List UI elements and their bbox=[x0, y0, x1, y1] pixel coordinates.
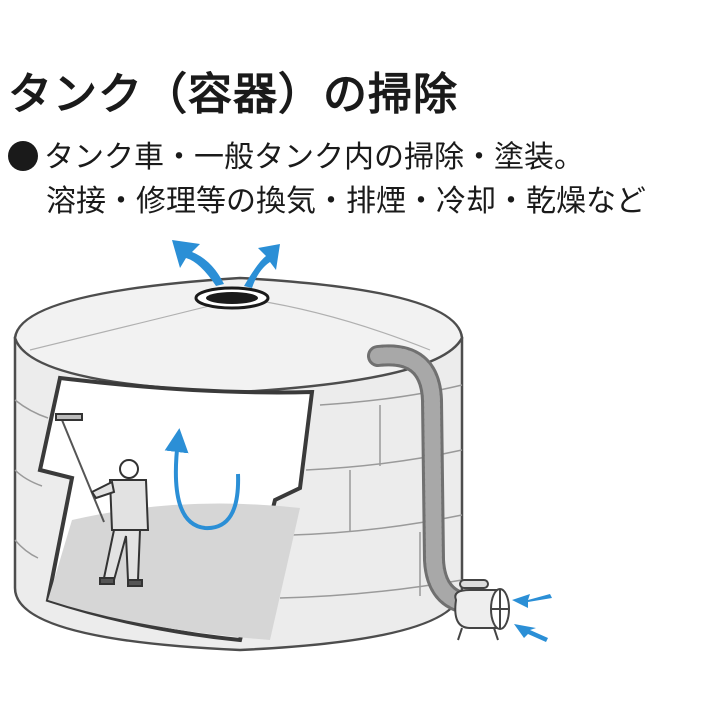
description-text-1: タンク車・一般タンク内の掃除・塗装。 bbox=[44, 140, 584, 175]
tank-cutaway bbox=[37, 375, 315, 643]
description-line-1: タンク車・一般タンク内の掃除・塗装。 bbox=[8, 132, 584, 176]
fan-blower-icon bbox=[454, 579, 510, 641]
bullet-dot-icon bbox=[8, 141, 38, 171]
worker-icon bbox=[55, 413, 150, 587]
page-title: タンク（容器）の掃除 bbox=[8, 69, 458, 120]
description-line-2: 溶接・修理等の換気・排煙・冷却・乾燥など bbox=[46, 184, 646, 219]
intake-arrow-icon bbox=[512, 594, 552, 642]
exhaust-arrow-icon bbox=[172, 240, 280, 288]
circulation-arrow-icon bbox=[164, 428, 241, 531]
